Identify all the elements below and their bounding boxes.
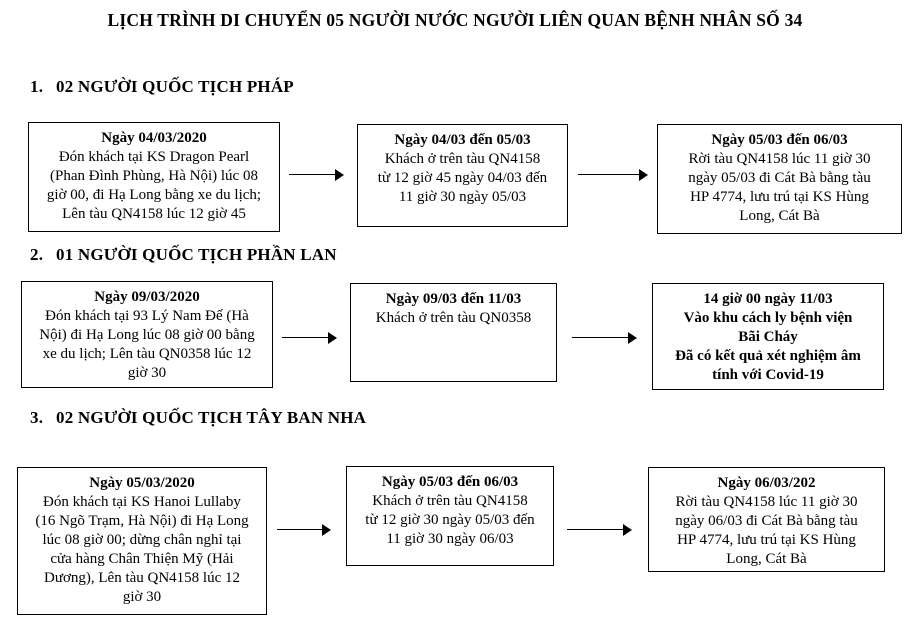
section-label: 01 NGƯỜI QUỐC TỊCH PHẦN LAN [56, 245, 337, 264]
box-date-title: Ngày 09/03 đến 11/03 [385, 291, 522, 307]
arrow-right-icon [277, 523, 331, 537]
section-heading-spanish: 3. 02 NGƯỜI QUỐC TỊCH TÂY BAN NHA [30, 408, 366, 428]
arrow-shaft [572, 337, 630, 338]
arrow-right-icon [289, 168, 344, 182]
section-number: 2. [30, 245, 44, 264]
arrow-shaft [567, 529, 625, 530]
box-body-text: Đón khách tại KS Dragon Pearl (Phan Đình… [46, 149, 262, 222]
arrow-shaft [277, 529, 324, 530]
section-number: 3. [30, 408, 44, 427]
arrow-shaft [289, 174, 337, 175]
arrow-right-icon [578, 168, 648, 182]
page-title: LỊCH TRÌNH DI CHUYỂN 05 NGƯỜI NƯỚC NGƯỜI… [107, 10, 803, 30]
arrow-head [639, 169, 648, 181]
section-number: 1. [30, 77, 44, 96]
section-label: 02 NGƯỜI QUỐC TỊCH PHÁP [56, 77, 294, 96]
box-body-text: Đón khách tại KS Hanoi Lullaby (16 Ngõ T… [35, 494, 249, 605]
flow-box-finnish-step-2: Ngày 09/03 đến 11/03 Khách ở trên tàu QN… [350, 283, 557, 382]
box-date-title: Ngày 05/03 đến 06/03 [711, 132, 848, 148]
arrow-head [322, 524, 331, 536]
arrow-right-icon [282, 331, 337, 345]
arrow-right-icon [567, 523, 632, 537]
box-date-title: Ngày 06/03/202 [717, 475, 816, 491]
section-heading-finnish: 2. 01 NGƯỜI QUỐC TỊCH PHẦN LAN [30, 245, 337, 265]
box-body-text: Khách ở trên tàu QN4158 từ 12 giờ 30 ngà… [365, 493, 535, 547]
arrow-shaft [578, 174, 641, 175]
box-body-text: Rời tàu QN4158 lúc 11 giờ 30 ngày 05/03 … [688, 151, 871, 224]
box-body-text: Rời tàu QN4158 lúc 11 giờ 30 ngày 06/03 … [675, 494, 858, 567]
arrow-right-icon [572, 331, 637, 345]
section-label: 02 NGƯỜI QUỐC TỊCH TÂY BAN NHA [56, 408, 367, 427]
flow-box-spanish-step-3: Ngày 06/03/202 Rời tàu QN4158 lúc 11 giờ… [648, 467, 885, 572]
flow-box-french-step-2: Ngày 04/03 đến 05/03 Khách ở trên tàu QN… [357, 124, 568, 227]
box-body-text: Khách ở trên tàu QN0358 [375, 310, 532, 326]
arrow-shaft [282, 337, 330, 338]
flow-box-spanish-step-2: Ngày 05/03 đến 06/03 Khách ở trên tàu QN… [346, 466, 554, 566]
box-date-title: Ngày 04/03 đến 05/03 [394, 132, 531, 148]
box-date-title: Ngày 05/03/2020 [89, 475, 195, 491]
box-body-text: Khách ở trên tàu QN4158 từ 12 giờ 45 ngà… [377, 151, 548, 205]
arrow-head [328, 332, 337, 344]
flow-box-french-step-1: Ngày 04/03/2020 Đón khách tại KS Dragon … [28, 122, 280, 232]
box-date-title: Ngày 09/03/2020 [94, 289, 200, 305]
flow-box-finnish-step-1: Ngày 09/03/2020 Đón khách tại 93 Lý Nam … [21, 281, 273, 388]
box-date-title: 14 giờ 00 ngày 11/03 [703, 291, 833, 307]
flow-box-finnish-step-3: 14 giờ 00 ngày 11/03 Vào khu cách ly bện… [652, 283, 884, 390]
flow-box-french-step-3: Ngày 05/03 đến 06/03 Rời tàu QN4158 lúc … [657, 124, 902, 234]
box-date-title: Ngày 04/03/2020 [101, 130, 207, 146]
section-heading-french: 1. 02 NGƯỜI QUỐC TỊCH PHÁP [30, 77, 294, 97]
flow-box-spanish-step-1: Ngày 05/03/2020 Đón khách tại KS Hanoi L… [17, 467, 267, 615]
box-body-text: Vào khu cách ly bệnh viện Bãi Cháy Đã có… [675, 310, 861, 383]
box-date-title: Ngày 05/03 đến 06/03 [381, 474, 519, 490]
arrow-head [623, 524, 632, 536]
box-body-text: Đón khách tại 93 Lý Nam Đế (Hà Nội) đi H… [39, 308, 255, 381]
arrow-head [628, 332, 637, 344]
arrow-head [335, 169, 344, 181]
